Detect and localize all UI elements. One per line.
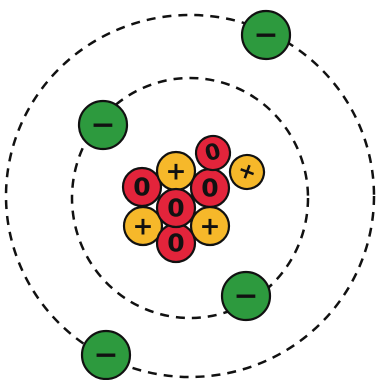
neutron-symbol: 0: [133, 173, 150, 202]
electron: −: [79, 101, 127, 149]
nucleus-proton: +: [157, 152, 195, 190]
nucleus: 0+0++000+: [123, 132, 269, 262]
neutron-symbol: 0: [167, 194, 184, 223]
electron: −: [242, 11, 290, 59]
nucleus-neutron: 0: [157, 189, 195, 227]
nucleus-neutron: 0: [123, 168, 161, 206]
nucleus-proton: +: [191, 207, 229, 245]
proton-symbol: +: [200, 212, 221, 241]
displaced-proton: +: [225, 150, 269, 194]
nucleus-neutron: 0: [157, 224, 195, 262]
electron-symbol: −: [90, 108, 115, 143]
proton-symbol: +: [133, 212, 154, 241]
neutron-symbol: 0: [201, 174, 218, 203]
displaced-neutron: 0: [192, 132, 234, 174]
proton-symbol: +: [166, 157, 187, 186]
electron-symbol: −: [93, 338, 118, 373]
electron-symbol: −: [253, 18, 278, 53]
nucleus-neutron: 0: [191, 169, 229, 207]
neutron-symbol: 0: [167, 229, 184, 258]
electron-symbol: −: [233, 279, 258, 314]
electron: −: [222, 272, 270, 320]
electron: −: [82, 331, 130, 379]
